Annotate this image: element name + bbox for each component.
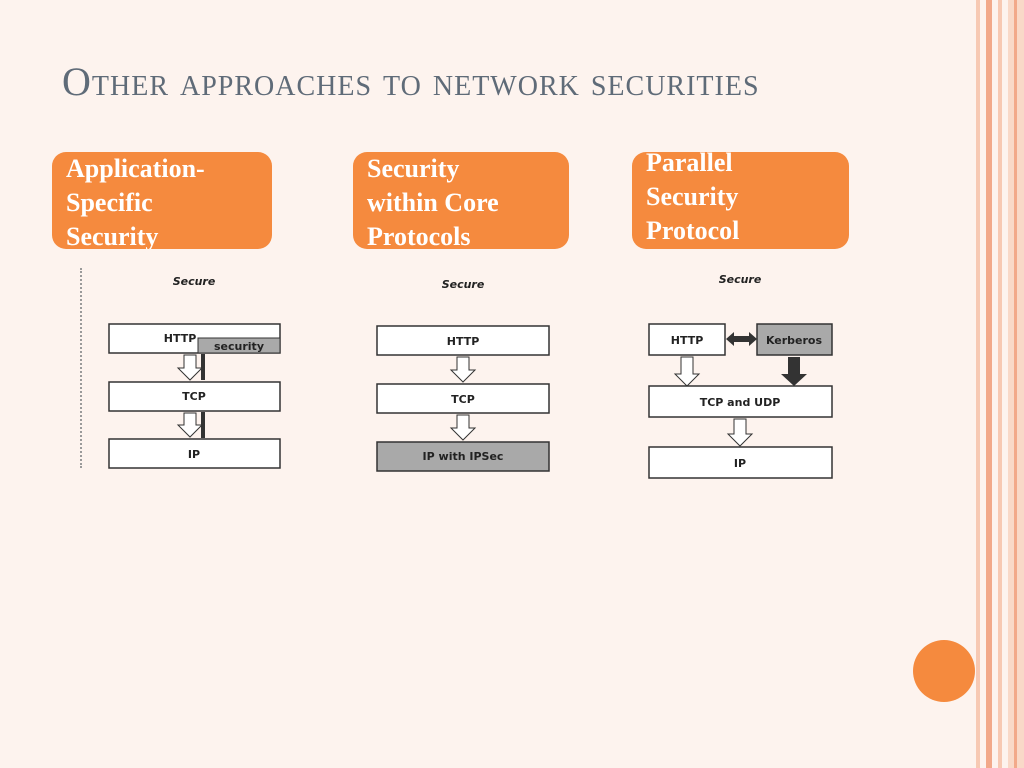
down-arrow-icon [449, 356, 477, 383]
security-segment [197, 337, 281, 354]
box-line: Security [66, 222, 159, 249]
dark-arrow-bar [201, 354, 205, 380]
ip-ipsec-label: IP with IPSec [423, 450, 504, 463]
secure-label: Secure [173, 275, 216, 288]
http-label: HTTP [671, 334, 704, 347]
diagram-application-specific: Secure HTTP security TCP IP [108, 275, 281, 469]
secure-label: Secure [442, 278, 485, 291]
diagram-core-protocols: Secure HTTP TCP IP with IPSec [376, 278, 550, 472]
box-line: Security [367, 154, 460, 183]
down-arrow-icon [176, 354, 204, 381]
box-line: Protocols [367, 222, 471, 249]
kerberos-box [756, 323, 833, 356]
ip-layer [648, 446, 833, 479]
down-arrow-icon [726, 418, 754, 447]
box-line: within Core [367, 188, 499, 217]
decor-stripe [1014, 0, 1017, 768]
decor-circle [913, 640, 975, 702]
tcp-label: TCP [451, 393, 475, 406]
box-line: Parallel [646, 152, 733, 177]
box-line: Protocol [646, 216, 740, 245]
approach-box-core-protocols: Security within Core Protocols [353, 152, 569, 249]
approach-box-parallel-protocol: Parallel Security Protocol [632, 152, 849, 249]
ip-layer [108, 438, 281, 469]
down-arrow-icon [449, 414, 477, 441]
diagram-parallel-protocol: Secure HTTP Kerberos TCP and UDP IP [648, 273, 833, 479]
secure-label: Secure [719, 273, 762, 286]
http-layer [376, 325, 550, 356]
box-line: Application- [66, 154, 205, 183]
ip-ipsec-layer [376, 441, 550, 472]
down-arrow-icon [176, 412, 204, 438]
kerberos-label: Kerberos [766, 334, 823, 347]
security-label: security [214, 340, 264, 353]
tcp-layer [108, 381, 281, 412]
down-arrow-icon [673, 356, 701, 387]
tcp-udp-label: TCP and UDP [700, 396, 781, 409]
double-arrow-icon [726, 332, 757, 346]
box-line: Specific [66, 188, 153, 217]
http-layer [648, 323, 726, 356]
box-line: Security [646, 182, 739, 211]
dotted-divider [80, 268, 82, 468]
dark-arrow-bar [201, 412, 205, 438]
tcp-label: TCP [182, 390, 206, 403]
http-label: HTTP [447, 335, 480, 348]
tcp-udp-layer [648, 385, 833, 418]
down-arrow-icon [781, 357, 807, 386]
http-label: HTTP [164, 332, 197, 345]
slide-title: Other approaches to network securities [62, 59, 760, 104]
ip-label: IP [188, 448, 200, 461]
decor-stripe [986, 0, 992, 768]
approach-box-application-specific: Application- Specific Security [52, 152, 272, 249]
tcp-layer [376, 383, 550, 414]
decor-stripe [976, 0, 980, 768]
decor-stripe [998, 0, 1002, 768]
ip-label: IP [734, 457, 746, 470]
